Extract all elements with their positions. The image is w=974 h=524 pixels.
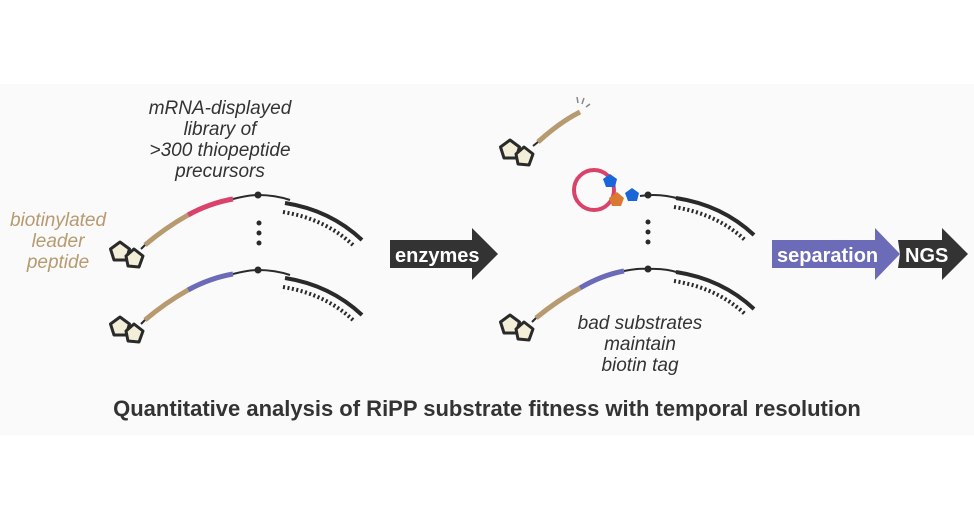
figure-title: Quantitative analysis of RiPP substrate … [113,396,861,421]
macrocycle-ring [572,168,616,212]
puromycin-junction [254,191,262,199]
ngs-label: NGS [905,245,948,267]
separation-arrow: separation [772,228,900,280]
leader-peptide [143,287,190,322]
separation-label: separation [777,245,878,267]
enzymes-label: enzymes [395,245,480,267]
ellipsis-dots-left [256,220,262,246]
cleavage-marks-icon [576,96,591,108]
mrna-duplex [673,196,756,243]
leader-label-line: peptide [26,252,90,273]
library-label: mRNA-displayed library of >300 thiopepti… [100,98,340,182]
core-peptide-blue [578,268,625,291]
azole-residue-blue [625,188,639,201]
biotin-icon [499,138,535,167]
ngs-arrow: NGS [898,228,968,280]
library-label-line: mRNA-displayed [148,98,292,119]
construct-top-left [109,191,364,269]
library-label-line: >300 thiopeptide [149,140,291,161]
bad-substrates-label-line: biotin tag [601,355,679,376]
leader-label: biotinylated leader peptide [0,210,116,273]
construct-top-right [572,168,756,243]
ellipsis-dots-right [645,219,651,245]
enzymes-arrow: enzymes [390,228,498,280]
leader-peptide [534,285,582,320]
linker [232,193,291,201]
cleaved-leader [499,96,591,167]
core-peptide-blue [186,271,234,293]
core-peptide-red [186,196,234,218]
bad-substrates-label: bad substrates maintain biotin tag [540,313,740,376]
construct-bottom-left [109,266,364,344]
biotin-icon [109,315,145,344]
pyridine-core-orange [609,192,624,206]
library-label-line: library of [183,119,257,140]
bad-substrates-label-line: bad substrates [577,313,703,334]
mrna-duplex [282,276,364,323]
mrna-duplex [673,270,756,317]
biotin-icon [499,313,535,342]
leader-label-line: leader [31,231,85,252]
bad-substrates-label-line: maintain [604,334,676,355]
azole-residue-blue [603,174,617,187]
construct-bottom-right [499,265,756,342]
leader-label-line: biotinylated [9,210,107,231]
mrna-duplex [282,201,364,248]
leader-peptide [143,212,190,247]
library-label-line: precursors [175,161,265,182]
